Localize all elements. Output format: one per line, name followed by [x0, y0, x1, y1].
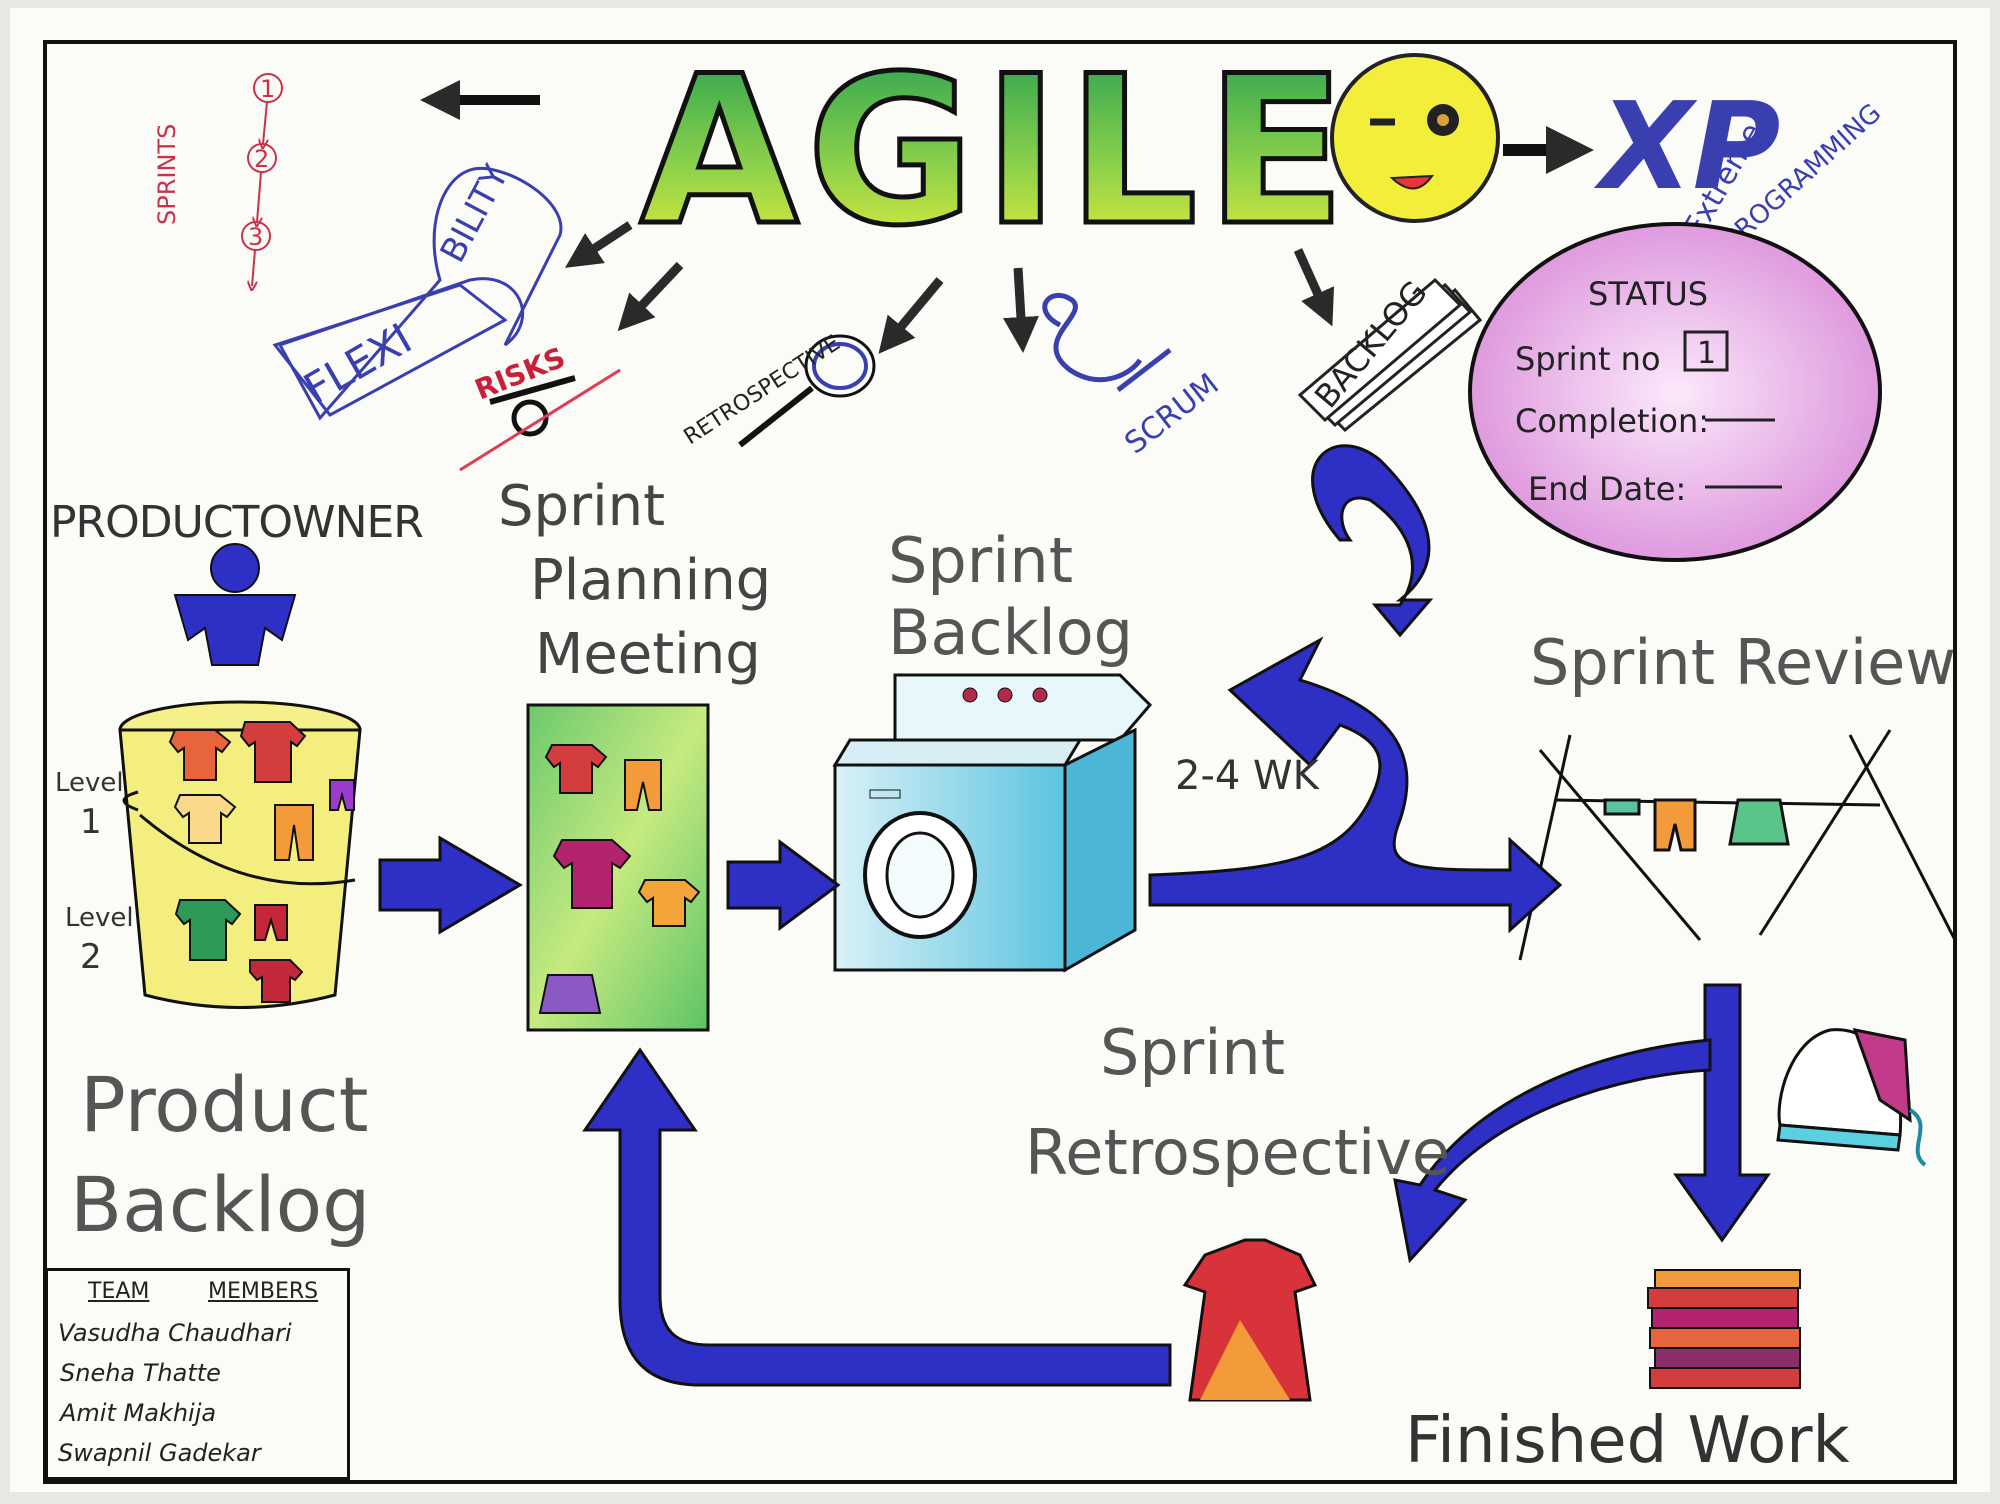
product-owner-label: PRODUCTOWNER: [50, 497, 424, 548]
sprint-step-3: 3: [248, 223, 263, 251]
level1-word: Level: [55, 768, 124, 798]
flexibility-loop: [272, 167, 563, 421]
xp-label: XP: [1593, 78, 1780, 217]
sprint-backlog-line1: Sprint: [888, 524, 1074, 597]
status-blob: [1468, 222, 1882, 562]
level2-word: Level: [65, 903, 134, 933]
team-heading-b: MEMBERS: [208, 1279, 319, 1304]
duration-label: 2-4 WK: [1175, 753, 1319, 799]
sprint-steps: [241, 73, 283, 286]
process-arrows: [378, 444, 1771, 1387]
arrow-retrospective-to-planning: [582, 1047, 1172, 1387]
team-members-box: TEAM MEMBERS Vasudha Chaudhari Sneha Tha…: [45, 1268, 350, 1480]
arrow-review-to-finished: [1673, 983, 1771, 1243]
risks-seesaw-icon: [459, 368, 621, 472]
retrospective-dress-icon: [1182, 1238, 1318, 1402]
sprint-review-clothesline-icon: [1518, 729, 1957, 961]
sprint-review-label: Sprint Review: [1530, 626, 1956, 699]
sprint-number-box: [1683, 330, 1729, 372]
arrow-backlog-to-planning: [378, 835, 523, 935]
backlog-stack-icon: [1297, 277, 1483, 433]
sprint-planning-line1: Sprint: [498, 474, 666, 539]
sheet-border: [43, 40, 1957, 1484]
sprint-step-2: 2: [254, 145, 269, 173]
sprint-retrospective-line1: Sprint: [1100, 1016, 1286, 1089]
product-owner-figure-icon: [173, 543, 297, 666]
concept-arrows: [564, 221, 1335, 354]
status-title: STATUS: [1588, 275, 1708, 313]
product-backlog-basket: [118, 700, 362, 1009]
arrow-to-retrospective: [1393, 1038, 1712, 1264]
team-member-2: Sneha Thatte: [60, 1359, 221, 1387]
team-member-3: Amit Makhija: [60, 1399, 217, 1427]
status-end-date-label: End Date:: [1528, 470, 1686, 508]
sprint-step-1: 1: [260, 75, 275, 103]
team-member-4: Swapnil Gadekar: [58, 1439, 261, 1467]
level1-number: 1: [80, 802, 102, 842]
team-heading-a: TEAM: [88, 1279, 150, 1304]
team-member-1: Vasudha Chaudhari: [58, 1319, 292, 1347]
sprint-retrospective-line2: Retrospective: [1025, 1116, 1451, 1189]
planning-board-items: [538, 744, 701, 1014]
product-backlog-line1: Product: [80, 1060, 369, 1149]
washing-machine-icon: [832, 673, 1153, 973]
status-sprint-value: 1: [1697, 336, 1716, 371]
sprints-label: SPRINTS: [153, 124, 181, 225]
sprint-planning-line2: Planning: [530, 548, 772, 613]
finished-work-label: Finished Work: [1405, 1404, 1850, 1478]
status-completion-label: Completion:: [1515, 402, 1709, 440]
arrow-planning-to-washer: [726, 839, 841, 931]
iron-icon: [1776, 1028, 1927, 1167]
arrow-review-loop-top: [1311, 444, 1434, 638]
scrum-cycle-icon: [1042, 292, 1172, 392]
product-backlog-line2: Backlog: [70, 1160, 371, 1249]
arrow-washer-to-review: [1148, 636, 1563, 934]
agile-title: AGILE: [640, 33, 1354, 271]
status-sprint-label: Sprint no: [1515, 340, 1661, 378]
sprint-backlog-line2: Backlog: [888, 596, 1134, 669]
level2-number: 2: [80, 937, 102, 977]
sprint-planning-line3: Meeting: [535, 622, 761, 687]
winking-smiley-icon: [1330, 53, 1500, 223]
retrospective-magnifier-icon: [738, 334, 876, 448]
finished-clothes-stack-icon: [1647, 1269, 1801, 1389]
